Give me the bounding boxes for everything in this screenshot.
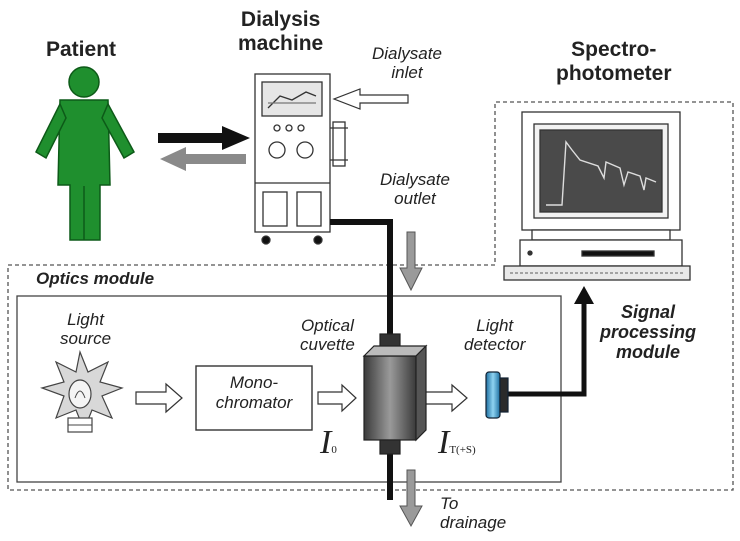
dialysate-inlet-label-line1: Dialysate bbox=[372, 44, 442, 63]
dialysate-inlet-arrow bbox=[332, 88, 409, 110]
cuvette-icon bbox=[362, 333, 428, 455]
to-drainage-label-line2: drainage bbox=[440, 513, 507, 533]
optical-cuvette-label-line1: Optical bbox=[300, 316, 354, 335]
light-source-icon bbox=[40, 349, 124, 433]
monitor-icon bbox=[503, 111, 691, 281]
monochromator-box bbox=[195, 365, 313, 431]
monochromator-label-line1: Mono- bbox=[229, 373, 279, 392]
dialysis-machine-label-line2: machine bbox=[238, 31, 324, 55]
dialysate-inlet-label-line2: inlet bbox=[391, 63, 423, 83]
signal-processing-label-line3: module bbox=[616, 342, 681, 363]
transmitted-intensity-label: IT(+S) bbox=[438, 424, 476, 462]
spectrophotometer-label-line1: Spectro- bbox=[571, 38, 657, 61]
patient-icon bbox=[35, 66, 136, 241]
dialysate-outlet-arrow bbox=[399, 231, 423, 292]
dialysate-outlet-label-line1: Dialysate bbox=[380, 170, 450, 189]
optical-cuvette-label: Optical cuvette bbox=[300, 316, 355, 354]
spectrophotometer-label: Spectro- photometer bbox=[556, 38, 672, 85]
to-patient-arrow bbox=[160, 147, 246, 171]
to-machine-arrow bbox=[158, 126, 250, 150]
incident-intensity-label: I0 bbox=[320, 424, 337, 462]
signal-arrow-line bbox=[506, 300, 587, 397]
mono-to-cuvette-arrow bbox=[317, 383, 357, 413]
incident-intensity-subscript: 0 bbox=[331, 444, 337, 456]
signal-processing-label-line1: Signal bbox=[621, 302, 676, 322]
light-detector-label-line1: Light bbox=[476, 316, 514, 335]
signal-processing-label-line2: processing bbox=[600, 322, 697, 343]
transmitted-intensity-subscript: T(+S) bbox=[449, 444, 476, 456]
light-detector-icon bbox=[485, 371, 509, 419]
to-drainage-label: To drainage bbox=[440, 494, 506, 532]
patient-label: Patient bbox=[46, 38, 117, 61]
dialysate-outlet-label-line2: outlet bbox=[394, 189, 436, 209]
optics-module-dashed-border bbox=[7, 101, 734, 491]
light-source-label: Light source bbox=[60, 310, 111, 348]
spectrophotometer-label-line2: photometer bbox=[556, 61, 672, 85]
incident-intensity-symbol: I bbox=[320, 424, 332, 461]
monochromator-label-line2: chromator bbox=[215, 392, 293, 412]
dialysate-inlet-label: Dialysate inlet bbox=[372, 44, 442, 82]
signal-arrow-head bbox=[574, 286, 594, 304]
cuvette-to-detector-arrow bbox=[423, 383, 468, 413]
light-to-mono-arrow bbox=[135, 382, 183, 414]
drainage-arrow bbox=[399, 469, 423, 528]
optics-inner-box bbox=[16, 295, 562, 483]
light-detector-label: Light detector bbox=[464, 316, 525, 354]
transmitted-intensity-symbol: I bbox=[438, 424, 450, 461]
dialysis-machine-icon bbox=[254, 73, 348, 245]
to-drainage-label-line1: To bbox=[440, 494, 459, 513]
dialysate-tube bbox=[330, 219, 393, 338]
light-source-label-line2: source bbox=[60, 329, 112, 349]
monochromator-label: Mono- chromator bbox=[196, 373, 312, 412]
signal-processing-label: Signal processing module bbox=[600, 302, 696, 362]
dialysis-machine-label-line1: Dialysis bbox=[240, 8, 321, 31]
dialysis-machine-label: Dialysis machine bbox=[238, 8, 323, 55]
light-detector-label-line2: detector bbox=[464, 335, 526, 355]
light-source-label-line1: Light bbox=[67, 310, 104, 329]
optical-cuvette-label-line2: cuvette bbox=[300, 335, 355, 355]
dialysate-outlet-label: Dialysate outlet bbox=[380, 170, 450, 208]
optics-module-label: Optics module bbox=[36, 269, 155, 288]
